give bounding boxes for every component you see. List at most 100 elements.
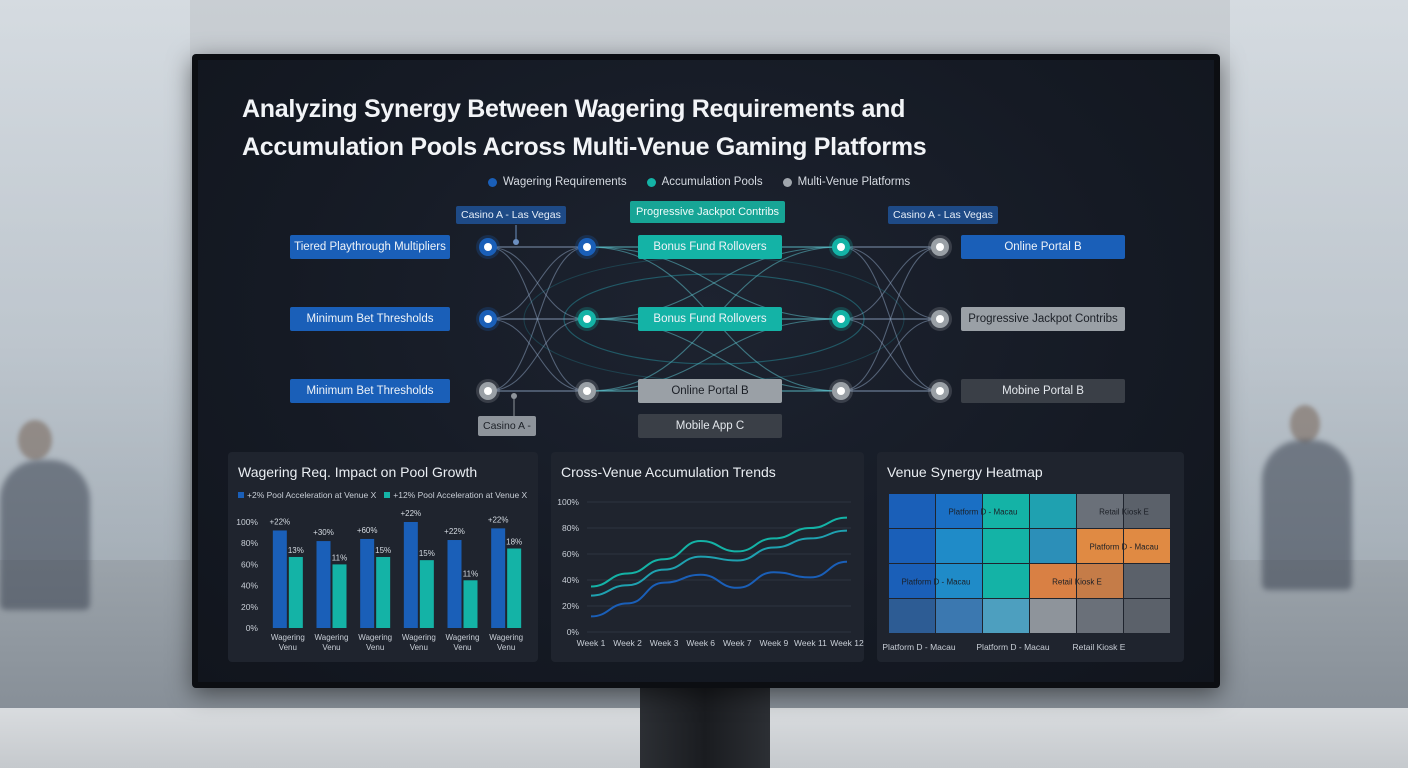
network-node-center [837, 243, 845, 251]
panel-line-chart: Cross-Venue Accumulation Trends 0%20%40%… [551, 452, 864, 662]
bar-y-tick-label: 80% [241, 538, 258, 548]
network-link [840, 246, 941, 392]
bar [403, 522, 418, 628]
bar-x-tick-label: Venu [279, 643, 297, 652]
network-node-center [936, 315, 944, 323]
heatmap-cell-label: Platform D - Macau [949, 508, 1018, 517]
legend-label: Accumulation Pools [661, 176, 763, 188]
network-link [586, 246, 842, 320]
right-label-3[interactable]: Mobine Portal B [961, 379, 1125, 403]
bar-y-tick-label: 20% [241, 602, 258, 612]
heatmap-cell [1077, 599, 1123, 633]
line-y-tick-label: 0% [567, 627, 580, 637]
tag-leader-dot [513, 239, 519, 245]
line-y-tick-label: 60% [562, 549, 579, 559]
bar-data-label: 13% [288, 546, 304, 555]
bar-y-tick-label: 60% [241, 559, 258, 569]
left-label-1[interactable]: Tiered Playthrough Multipliers [290, 235, 450, 259]
heatmap-cell [1030, 529, 1076, 563]
bar-data-label: +22% [444, 527, 465, 536]
network-link [840, 246, 941, 320]
bar-chart: 0%20%40%60%80%100%+22%13%WageringVenu+30… [236, 509, 523, 652]
left-label-3[interactable]: Minimum Bet Thresholds [290, 379, 450, 403]
bar-x-tick-label: Wagering [446, 633, 480, 642]
heatmap-cell [1077, 494, 1123, 528]
tag-leader-dot [511, 393, 517, 399]
line-series [590, 529, 848, 597]
tag-bottom-center: Mobile App C [638, 414, 782, 438]
heatmap-cell [983, 599, 1029, 633]
line-x-tick-label: Week 2 [613, 638, 642, 648]
heatmap-cell-label: Platform D - Macau [1090, 543, 1159, 552]
bar-legend-item-2: +12% Pool Acceleration at Venue X [384, 490, 527, 500]
line-y-tick-label: 40% [562, 575, 579, 585]
line-x-tick-label: Week 6 [686, 638, 715, 648]
heatmap-cell [983, 529, 1029, 563]
monitor-stand [640, 686, 770, 768]
bar [316, 541, 331, 628]
bar [288, 556, 303, 628]
network-node-center [936, 387, 944, 395]
panel-bar-chart: Wagering Req. Impact on Pool Growth +2% … [228, 452, 538, 662]
heatmap-cell [936, 529, 982, 563]
bar-x-tick-label: Venu [410, 643, 428, 652]
bar [447, 540, 462, 628]
left-label-2[interactable]: Minimum Bet Thresholds [290, 307, 450, 331]
network-node-center [484, 315, 492, 323]
right-label-2[interactable]: Progressive Jackpot Contribs [961, 307, 1125, 331]
line-x-tick-label: Week 7 [723, 638, 752, 648]
legend-label: Multi-Venue Platforms [797, 176, 911, 188]
heatmap-cell [889, 599, 935, 633]
bar-x-tick-label: Venu [453, 643, 471, 652]
bar [463, 580, 478, 628]
line-y-tick-label: 80% [562, 523, 579, 533]
network-node-center [583, 315, 591, 323]
heatmap-cell [983, 564, 1029, 598]
heatmap-cell [1077, 529, 1123, 563]
network-link [487, 246, 588, 392]
network-node-center [484, 243, 492, 251]
center-label-2[interactable]: Bonus Fund Rollovers [638, 307, 782, 331]
legend-item-platforms: Multi-Venue Platforms [782, 176, 911, 188]
network-link [586, 318, 842, 392]
heatmap-x-label: Retail Kiosk E [1073, 642, 1126, 652]
legend-item-pools: Accumulation Pools [646, 176, 763, 188]
legend-swatch-icon [238, 492, 244, 498]
bar-data-label: +30% [313, 528, 334, 537]
bar-legend-label-1: +2% Pool Acceleration at Venue X [247, 490, 377, 500]
bar-data-label: 18% [506, 538, 522, 547]
network-link [840, 318, 941, 392]
center-label-1[interactable]: Bonus Fund Rollovers [638, 235, 782, 259]
line-x-tick-label: Week 12 [830, 638, 864, 648]
background-person [1262, 440, 1352, 590]
heatmap-title: Venue Synergy Heatmap [887, 464, 1043, 480]
bar [507, 548, 522, 628]
right-label-1[interactable]: Online Portal B [961, 235, 1125, 259]
heatmap-cell [1077, 564, 1123, 598]
legend-item-wagering: Wagering Requirements [488, 176, 627, 188]
bar-data-label: +22% [400, 509, 421, 518]
bar-x-tick-label: Wagering [358, 633, 392, 642]
line-series [590, 560, 848, 618]
background-person [0, 460, 90, 610]
bar [376, 556, 391, 628]
bar [332, 564, 347, 628]
dashboard-screen: Analyzing Synergy Between Wagering Requi… [198, 60, 1214, 682]
center-label-3[interactable]: Online Portal B [638, 379, 782, 403]
bar-x-tick-label: Wagering [489, 633, 523, 642]
legend-dot-icon [488, 177, 497, 187]
tag-bottom-left: Casino A - [478, 416, 536, 436]
network-link [487, 318, 588, 392]
network-node-center [484, 387, 492, 395]
bar [491, 528, 506, 628]
heatmap-cell [1030, 564, 1076, 598]
tag-top-center: Progressive Jackpot Contribs [630, 201, 786, 223]
line-x-tick-label: Week 9 [760, 638, 789, 648]
monitor: Analyzing Synergy Between Wagering Requi… [192, 54, 1220, 688]
network-node-center [837, 315, 845, 323]
bar-y-tick-label: 40% [241, 581, 258, 591]
network-link [487, 246, 588, 320]
legend-dot-icon [782, 177, 792, 187]
bar [419, 560, 434, 628]
